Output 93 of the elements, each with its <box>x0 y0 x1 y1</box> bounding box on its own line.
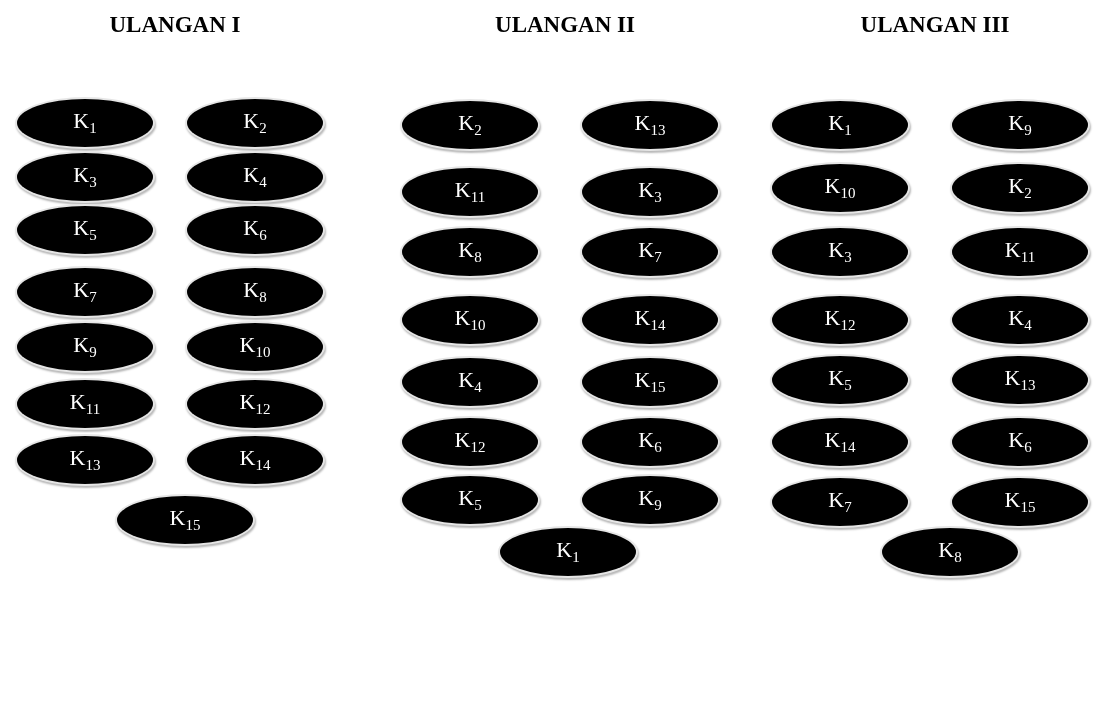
ellipse-plot <box>582 228 718 276</box>
column-heading: ULANGAN I <box>109 12 241 38</box>
treatment-label: K$_{7}$ <box>638 237 662 267</box>
treatment-label: K$_{7}$ <box>73 277 97 307</box>
ellipse-plot <box>187 380 323 428</box>
treatment-label: K$_{9}$ <box>638 485 662 515</box>
treatment-label: K$_{13}$ <box>69 445 101 475</box>
treatment-label: K$_{11}$ <box>1004 237 1036 267</box>
ellipse-plot <box>772 418 908 466</box>
treatment-label: K$_{13}$ <box>1004 365 1036 395</box>
treatment-label: K$_{14}$ <box>634 305 666 335</box>
ellipse-plot <box>117 496 253 544</box>
treatment-label: K$_{4}$ <box>458 367 482 397</box>
ellipse-plot <box>402 296 538 344</box>
ellipse-plot <box>402 101 538 149</box>
ellipse-plot <box>952 478 1088 526</box>
treatment-label: K$_{15}$ <box>169 505 201 535</box>
ellipse-plot <box>952 418 1088 466</box>
treatment-label: K$_{11}$ <box>454 177 486 207</box>
treatment-label: K$_{12}$ <box>824 305 856 335</box>
ellipse-plot <box>187 268 323 316</box>
ellipse-plot <box>17 99 153 147</box>
ellipse-plot <box>952 101 1088 149</box>
treatment-label: K$_{3}$ <box>73 162 97 192</box>
ellipse-plot <box>952 296 1088 344</box>
treatment-label: K$_{14}$ <box>824 427 856 457</box>
ellipse-plot <box>17 153 153 201</box>
ellipse-plot <box>187 323 323 371</box>
treatment-label: K$_{2}$ <box>1008 173 1032 203</box>
treatment-label: K$_{6}$ <box>638 427 662 457</box>
treatment-label: K$_{10}$ <box>454 305 486 335</box>
treatment-label: K$_{8}$ <box>458 237 482 267</box>
ellipse-plot <box>187 153 323 201</box>
treatment-label: K$_{4}$ <box>243 162 267 192</box>
column-heading: ULANGAN III <box>860 12 1010 38</box>
ellipse-plot <box>17 206 153 254</box>
ellipse-plot <box>772 356 908 404</box>
treatment-label: K$_{2}$ <box>458 110 482 140</box>
treatment-label: K$_{1}$ <box>828 110 852 140</box>
ellipse-plot <box>402 168 538 216</box>
treatment-label: K$_{6}$ <box>1008 427 1032 457</box>
treatment-label: K$_{1}$ <box>73 108 97 138</box>
ellipse-plot <box>17 323 153 371</box>
treatment-label: K$_{2}$ <box>243 108 267 138</box>
treatment-label: K$_{8}$ <box>243 277 267 307</box>
ellipse-plot <box>187 99 323 147</box>
ellipse-plot <box>582 476 718 524</box>
ellipse-plot <box>952 164 1088 212</box>
ellipse-plot <box>402 228 538 276</box>
treatment-label: K$_{3}$ <box>828 237 852 267</box>
ellipse-plot <box>582 296 718 344</box>
treatment-label: K$_{5}$ <box>73 215 97 245</box>
treatment-label: K$_{9}$ <box>1008 110 1032 140</box>
ellipse-plot <box>772 228 908 276</box>
treatment-label: K$_{13}$ <box>634 110 666 140</box>
treatment-label: K$_{4}$ <box>1008 305 1032 335</box>
ellipse-plot <box>402 418 538 466</box>
treatment-label: K$_{10}$ <box>824 173 856 203</box>
ellipse-plot <box>402 358 538 406</box>
ellipse-plot <box>952 228 1088 276</box>
treatment-label: K$_{1}$ <box>556 537 580 567</box>
ellipse-plot <box>187 436 323 484</box>
treatment-label: K$_{14}$ <box>239 445 271 475</box>
treatment-label: K$_{5}$ <box>458 485 482 515</box>
ellipse-plot <box>772 101 908 149</box>
treatment-label: K$_{7}$ <box>828 487 852 517</box>
ellipse-plot <box>17 380 153 428</box>
ellipse-plot <box>500 528 636 576</box>
ellipse-plot <box>952 356 1088 404</box>
treatment-label: K$_{3}$ <box>638 177 662 207</box>
treatment-label: K$_{6}$ <box>243 215 267 245</box>
treatment-label: K$_{11}$ <box>69 389 101 419</box>
ellipse-plot <box>772 478 908 526</box>
treatment-label: K$_{10}$ <box>239 332 271 362</box>
ellipse-plot <box>582 418 718 466</box>
ellipse-plot <box>772 296 908 344</box>
ellipse-plot <box>582 101 718 149</box>
ellipse-plot <box>882 528 1018 576</box>
ellipse-plot <box>582 358 718 406</box>
ellipse-plot <box>772 164 908 212</box>
treatment-label: K$_{5}$ <box>828 365 852 395</box>
treatment-label: K$_{12}$ <box>454 427 486 457</box>
column-heading: ULANGAN II <box>495 12 635 38</box>
ellipse-plot <box>17 436 153 484</box>
treatment-label: K$_{8}$ <box>938 537 962 567</box>
ellipse-plot <box>187 206 323 254</box>
treatment-label: K$_{12}$ <box>239 389 271 419</box>
treatment-label: K$_{15}$ <box>634 367 666 397</box>
treatment-label: K$_{9}$ <box>73 332 97 362</box>
treatment-label: K$_{15}$ <box>1004 487 1036 517</box>
ellipse-plot <box>402 476 538 524</box>
ellipse-plot <box>582 168 718 216</box>
ellipse-plot <box>17 268 153 316</box>
